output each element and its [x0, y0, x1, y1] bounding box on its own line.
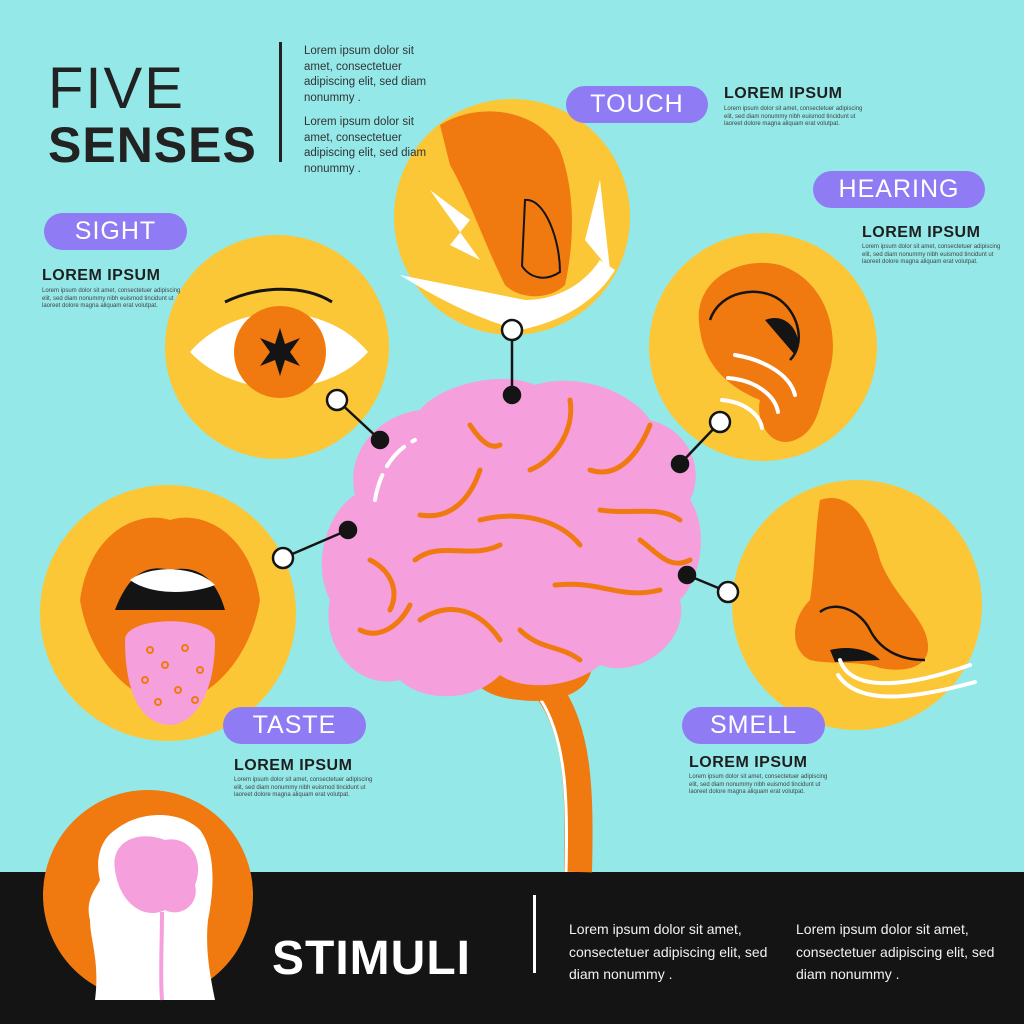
hearing-heading: LOREM IPSUM: [862, 224, 981, 241]
smell-heading: LOREM IPSUM: [689, 754, 808, 771]
smell-label: SMELL: [682, 707, 825, 744]
touch-heading: LOREM IPSUM: [724, 85, 843, 102]
touch-finger-icon: [394, 99, 630, 335]
intro-paragraph-2: Lorem ipsum dolor sit amet, consectetuer…: [304, 116, 427, 175]
sight-eye-icon: [165, 235, 389, 459]
touch-label: TOUCH: [566, 86, 708, 123]
smell-description: Lorem ipsum dolor sit amet, consectetuer…: [689, 774, 828, 795]
stimuli-title: STIMULI: [272, 932, 471, 985]
smell-nose-icon: [732, 480, 982, 730]
title-five: FIVE: [48, 56, 185, 121]
stimuli-head-icon: [43, 790, 253, 1001]
sight-description: Lorem ipsum dolor sit amet, consectetuer…: [42, 288, 181, 309]
taste-heading: LOREM IPSUM: [234, 757, 353, 774]
footer-divider: [533, 895, 536, 973]
title-senses: SENSES: [48, 117, 257, 173]
sight-label: SIGHT: [44, 213, 187, 250]
footer-text-2: Lorem ipsum dolor sit amet, consectetuer…: [796, 921, 995, 982]
connector-dots: [271, 318, 740, 604]
taste-description: Lorem ipsum dolor sit amet, consectetuer…: [234, 777, 373, 798]
taste-label: TASTE: [223, 707, 366, 744]
footer-text-1: Lorem ipsum dolor sit amet, consectetuer…: [569, 921, 768, 982]
hearing-description: Lorem ipsum dolor sit amet, consectetuer…: [862, 244, 1001, 265]
sight-heading: LOREM IPSUM: [42, 267, 161, 284]
taste-mouth-icon: [40, 485, 296, 741]
brain: [321, 379, 701, 697]
hearing-ear-icon: [649, 233, 877, 461]
brain-stem: [536, 681, 593, 873]
title-divider: [279, 42, 282, 162]
hearing-label: HEARING: [813, 171, 985, 208]
touch-description: Lorem ipsum dolor sit amet, consectetuer…: [724, 106, 863, 127]
intro-paragraph-1: Lorem ipsum dolor sit amet, consectetuer…: [304, 45, 427, 104]
